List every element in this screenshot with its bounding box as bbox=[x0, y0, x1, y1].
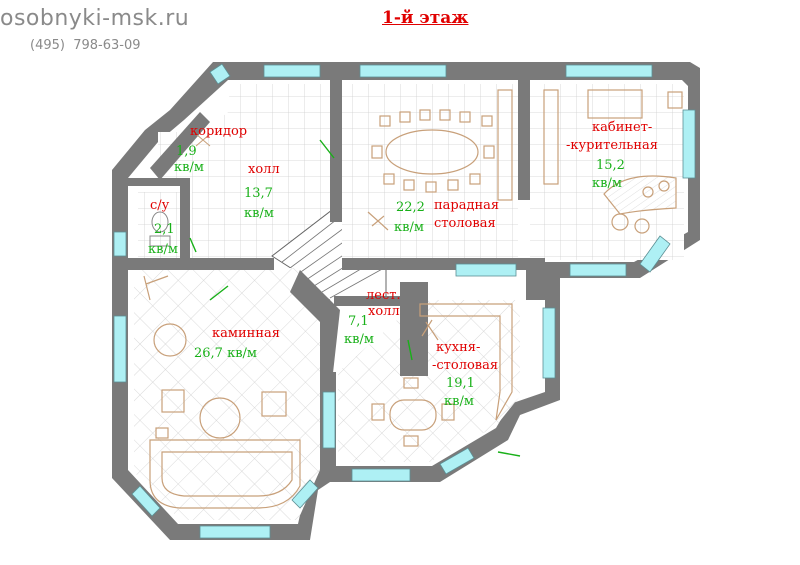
room-name-dining-1: парадная bbox=[434, 198, 500, 213]
room-unit-study: кв/м bbox=[592, 176, 622, 191]
kitchen-floor bbox=[338, 300, 520, 462]
room-area-dining: 22,2 bbox=[396, 200, 425, 215]
fireplace-room-floor bbox=[134, 268, 320, 520]
study-furniture bbox=[543, 89, 683, 234]
kitchen-furniture bbox=[371, 303, 513, 447]
room-name-corridor: коридор bbox=[190, 124, 248, 139]
room-name-kitchen-1: кухня- bbox=[436, 340, 481, 355]
room-name-study-1: кабинет- bbox=[592, 120, 653, 135]
dining-table bbox=[367, 89, 513, 231]
room-area-hall: 13,7 bbox=[244, 186, 273, 201]
room-unit-wc: кв/м bbox=[148, 242, 178, 257]
room-unit-stair-hall: кв/м bbox=[344, 332, 374, 347]
fireplace-room-furniture bbox=[143, 275, 301, 509]
room-name-fireplace: каминная bbox=[212, 326, 280, 341]
room-area-study: 15,2 bbox=[596, 158, 625, 173]
phone-number: (495) 798-63-09 bbox=[30, 38, 141, 53]
doors bbox=[189, 139, 521, 457]
room-area-corridor: 1,9 bbox=[176, 144, 197, 159]
interior-walls bbox=[128, 80, 554, 482]
room-name-study-2: -курительная bbox=[566, 138, 658, 153]
room-name-stair-hall-2: холл bbox=[368, 304, 400, 319]
room-unit-dining: кв/м bbox=[394, 220, 424, 235]
room-area-kitchen: 19,1 bbox=[446, 376, 475, 391]
wc-fixtures bbox=[149, 133, 211, 247]
wc-floor bbox=[138, 192, 180, 258]
room-name-dining-2: столовая bbox=[434, 216, 496, 231]
room-area-stair-hall: 7,1 bbox=[348, 314, 369, 329]
floor-title: 1-й этаж bbox=[382, 8, 469, 28]
room-name-wc: с/у bbox=[150, 198, 170, 213]
room-name-kitchen-2: -столовая bbox=[432, 358, 499, 373]
site-name: osobnyki-msk.ru bbox=[0, 6, 190, 31]
room-area-fireplace: 26,7 кв/м bbox=[194, 346, 258, 361]
room-area-wc: 2,1 bbox=[154, 222, 175, 237]
hall-floor bbox=[192, 84, 330, 262]
room-unit-corridor: кв/м bbox=[174, 160, 204, 175]
room-name-hall: холл bbox=[248, 162, 280, 177]
windows bbox=[113, 63, 696, 539]
room-unit-kitchen: кв/м bbox=[444, 394, 474, 409]
room-unit-hall: кв/м bbox=[244, 206, 274, 221]
room-name-stair-hall-1: лест. bbox=[366, 288, 401, 303]
study-floor bbox=[530, 84, 684, 260]
